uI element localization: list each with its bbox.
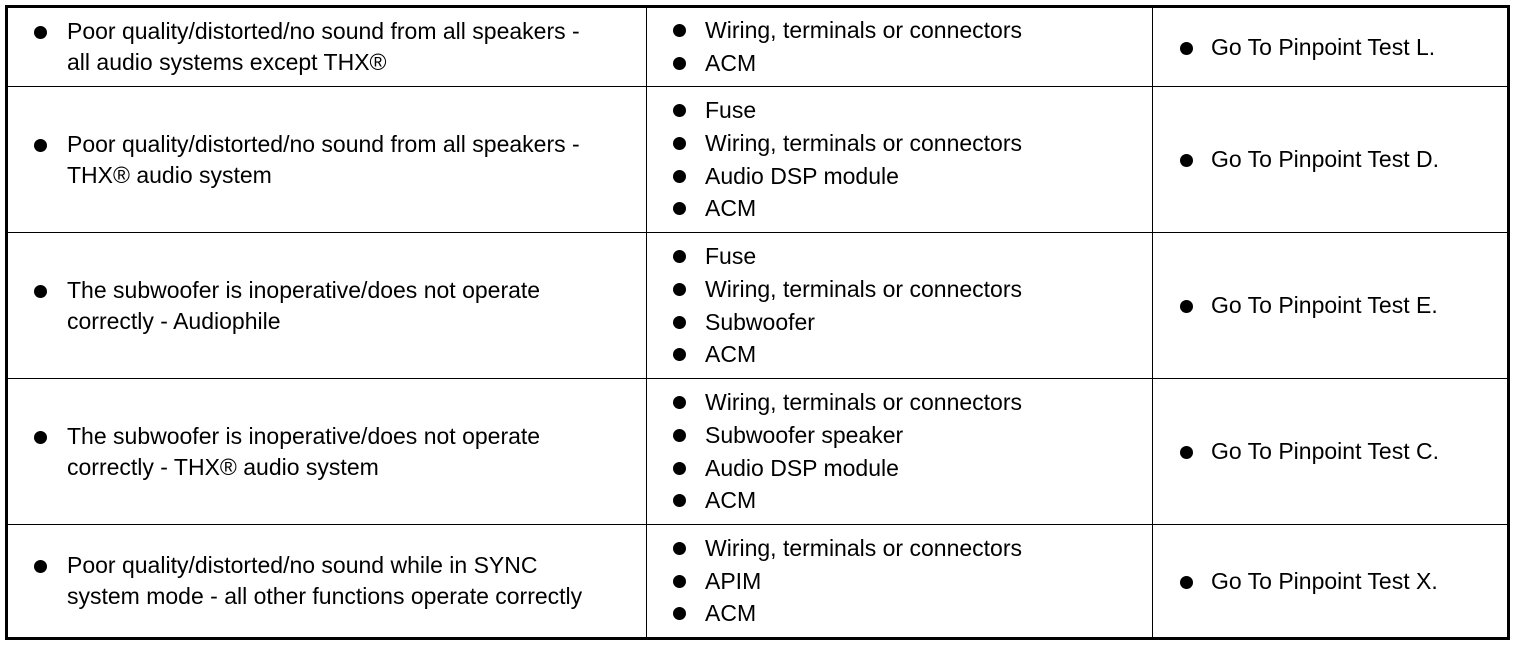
table-row: The subwoofer is inoperative/does not op… xyxy=(6,378,1509,525)
table-row: Poor quality/distorted/no sound while in… xyxy=(6,524,1509,639)
condition-cell: The subwoofer is inoperative/does not op… xyxy=(6,378,647,525)
pinpoint-test-link[interactable]: Go To Pinpoint Test E. xyxy=(1153,290,1507,321)
condition-text: Poor quality/distorted/no sound from all… xyxy=(8,16,646,78)
possible-sources-cell: Wiring, terminals or connectors APIM ACM xyxy=(646,524,1153,639)
source-item: Audio DSP module xyxy=(647,160,1152,193)
source-item: ACM xyxy=(647,47,1152,80)
possible-sources-cell: Fuse Wiring, terminals or connectors Aud… xyxy=(646,86,1153,233)
source-item: Wiring, terminals or connectors xyxy=(647,127,1152,160)
pinpoint-test-link[interactable]: Go To Pinpoint Test C. xyxy=(1153,436,1507,467)
symptom-chart-table: Poor quality/distorted/no sound from all… xyxy=(5,5,1510,640)
condition-text: The subwoofer is inoperative/does not op… xyxy=(8,421,646,483)
source-item: Wiring, terminals or connectors xyxy=(647,273,1152,306)
pinpoint-test-link[interactable]: Go To Pinpoint Test L. xyxy=(1153,32,1507,63)
source-item: APIM xyxy=(647,565,1152,598)
condition-cell: Poor quality/distorted/no sound from all… xyxy=(6,86,647,233)
possible-sources-cell: Wiring, terminals or connectors Subwoofe… xyxy=(646,378,1153,525)
table-row: The subwoofer is inoperative/does not op… xyxy=(6,232,1509,379)
source-item: Subwoofer speaker xyxy=(647,419,1152,452)
condition-cell: Poor quality/distorted/no sound from all… xyxy=(6,6,647,87)
table-row: Poor quality/distorted/no sound from all… xyxy=(6,86,1509,233)
condition-cell: The subwoofer is inoperative/does not op… xyxy=(6,232,647,379)
source-item: Wiring, terminals or connectors xyxy=(647,14,1152,47)
source-item: Audio DSP module xyxy=(647,452,1152,485)
source-item: Wiring, terminals or connectors xyxy=(647,532,1152,565)
pinpoint-test-link[interactable]: Go To Pinpoint Test D. xyxy=(1153,144,1507,175)
action-cell: Go To Pinpoint Test L. xyxy=(1152,6,1509,87)
source-item: ACM xyxy=(647,597,1152,630)
source-item: ACM xyxy=(647,338,1152,371)
source-item: Wiring, terminals or connectors xyxy=(647,386,1152,419)
source-item: ACM xyxy=(647,484,1152,517)
action-cell: Go To Pinpoint Test D. xyxy=(1152,86,1509,233)
condition-text: The subwoofer is inoperative/does not op… xyxy=(8,275,646,337)
table-row: Poor quality/distorted/no sound from all… xyxy=(6,6,1509,87)
source-item: Fuse xyxy=(647,94,1152,127)
action-cell: Go To Pinpoint Test C. xyxy=(1152,378,1509,525)
pinpoint-test-link[interactable]: Go To Pinpoint Test X. xyxy=(1153,566,1507,597)
source-item: ACM xyxy=(647,192,1152,225)
source-item: Subwoofer xyxy=(647,306,1152,339)
condition-text: Poor quality/distorted/no sound while in… xyxy=(8,550,646,612)
possible-sources-cell: Fuse Wiring, terminals or connectors Sub… xyxy=(646,232,1153,379)
source-item: Fuse xyxy=(647,240,1152,273)
possible-sources-cell: Wiring, terminals or connectors ACM xyxy=(646,6,1153,87)
action-cell: Go To Pinpoint Test E. xyxy=(1152,232,1509,379)
action-cell: Go To Pinpoint Test X. xyxy=(1152,524,1509,639)
condition-cell: Poor quality/distorted/no sound while in… xyxy=(6,524,647,639)
condition-text: Poor quality/distorted/no sound from all… xyxy=(8,129,646,191)
